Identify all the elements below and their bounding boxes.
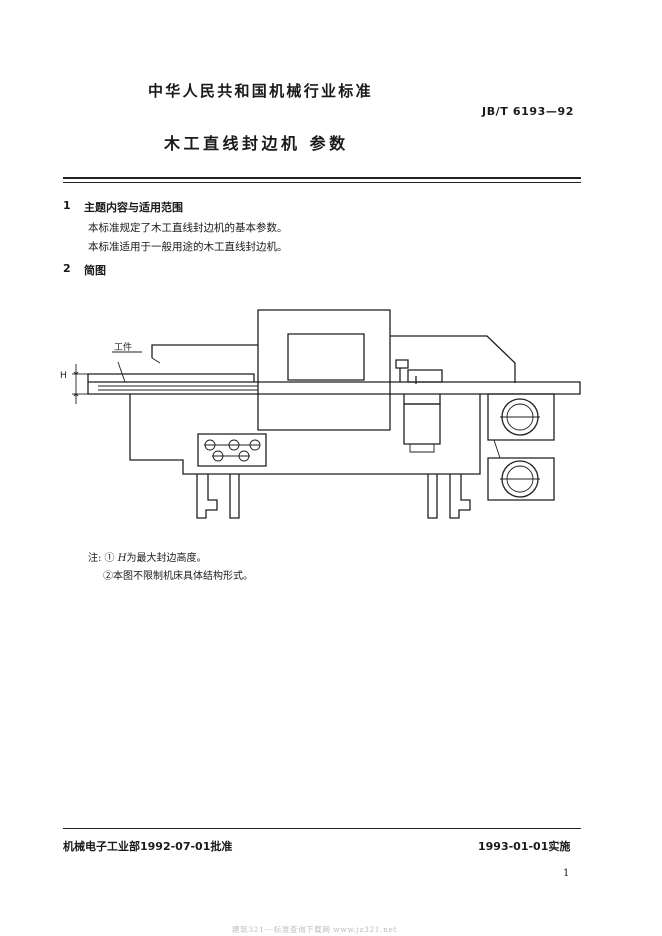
note-1-symbol: H	[117, 553, 127, 564]
watermark: 建筑321---标准查询下载网 www.jz321.net	[232, 925, 398, 934]
standard-number: JB/T 6193—92	[482, 105, 574, 118]
note-1-text: 为最大封边高度。	[126, 553, 207, 564]
feed-table	[87, 381, 581, 395]
right-foot-1	[427, 474, 438, 519]
lower-roller-housing	[487, 457, 555, 501]
left-foot-2	[229, 474, 240, 519]
workpiece	[87, 373, 255, 382]
note-1-prefix: 注: ①	[88, 553, 115, 564]
left-housing	[151, 344, 258, 358]
control-panel	[197, 433, 267, 467]
section-1-heading: 主题内容与适用范围	[84, 201, 183, 214]
workpiece-label: 工件	[114, 341, 132, 353]
right-foot-2	[449, 474, 471, 519]
note-1: 注: ① H为最大封边高度。	[88, 549, 206, 564]
glue-motor	[403, 403, 441, 445]
dimension-h-label: H	[60, 371, 67, 381]
header-rule-thick	[63, 177, 581, 179]
column-window	[287, 333, 365, 381]
section-1-paragraph-2: 本标准适用于一般用途的木工直线封边机。	[88, 241, 288, 253]
section-2-number: 2	[63, 262, 71, 275]
implementation-date: 1993-01-01实施	[478, 840, 571, 853]
document-title: 木工直线封边机 参数	[164, 134, 349, 153]
page-number: 1	[563, 868, 570, 879]
industry-standard-heading: 中华人民共和国机械行业标准	[148, 82, 373, 100]
header-rule-thin	[63, 182, 581, 183]
footer-rule	[63, 828, 581, 830]
column-body	[257, 309, 391, 431]
machine-base	[129, 394, 481, 475]
left-foot-1	[196, 474, 218, 519]
right-housing	[390, 335, 516, 383]
section-2-heading: 简图	[84, 264, 106, 277]
approval-date: 机械电子工业部1992-07-01批准	[63, 840, 233, 853]
upper-roller-housing	[487, 393, 555, 441]
section-1-number: 1	[63, 199, 71, 212]
section-1-paragraph-1: 本标准规定了木工直线封边机的基本参数。	[88, 222, 288, 234]
note-2: ②本图不限制机床具体结构形式。	[103, 571, 253, 582]
